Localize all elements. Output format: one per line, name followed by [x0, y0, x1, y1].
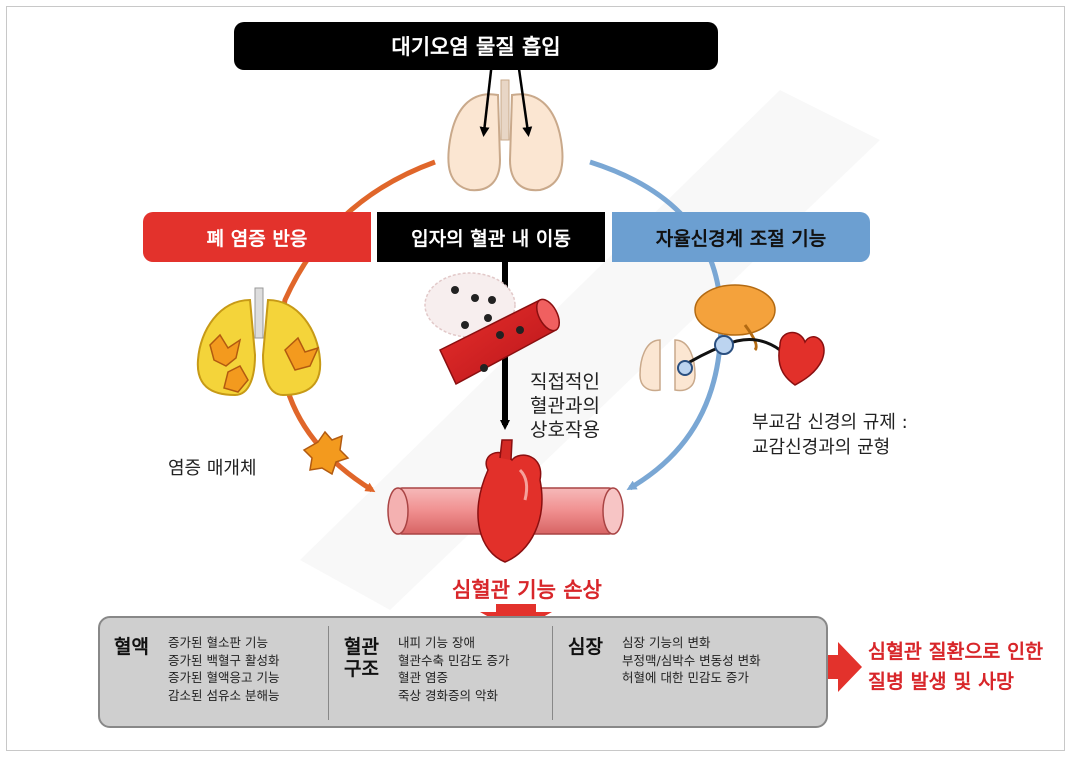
- blood-effect-4: 감소된 섬유소 분해능: [168, 687, 279, 705]
- outcome-line-1: 심혈관 질환으로 인한: [868, 637, 1043, 667]
- blood-effects-list: 증가된 혈소판 기능 증가된 백혈구 활성화 증가된 혈액응고 기능 감소된 섬…: [168, 634, 279, 704]
- direct-line-3: 상호작용: [530, 418, 620, 442]
- effects-box: 혈액 증가된 혈소판 기능 증가된 백혈구 활성화 증가된 혈액응고 기능 감소…: [98, 616, 828, 728]
- inhalation-title: 대기오염 물질 흡입: [234, 22, 718, 70]
- vessel-heading-line-1: 혈관: [344, 636, 379, 658]
- blood-effect-2: 증가된 백혈구 활성화: [168, 652, 279, 670]
- autonomic-note-line-1: 부교감 신경의 규제 :: [752, 410, 908, 435]
- direct-line-1: 직접적인: [530, 370, 620, 394]
- vessel-effects-list: 내피 기능 장애 혈관수축 민감도 증가 혈관 염증 죽상 경화증의 악화: [398, 634, 509, 704]
- outcome-line-2: 질병 발생 및 사망: [868, 667, 1043, 697]
- outcome-arrow: [826, 642, 862, 692]
- heart-effect-1: 심장 기능의 변화: [622, 634, 761, 652]
- vessel-heading: 혈관 구조: [344, 636, 379, 680]
- heart-effect-2: 부정맥/심박수 변동성 변화: [622, 652, 761, 670]
- cardiovascular-damage-label: 심혈관 기능 손상: [452, 574, 602, 604]
- vessel-effect-3: 혈관 염증: [398, 669, 509, 687]
- inflamed-lungs-icon: [198, 288, 320, 395]
- mediator-label: 염증 매개체: [168, 454, 257, 480]
- autonomic-note-line-2: 교감신경과의 균형: [752, 435, 908, 460]
- blood-heading: 혈액: [114, 636, 149, 658]
- translocation-label: 입자의 혈관 내 이동: [377, 212, 605, 262]
- inflammation-label: 폐 염증 반응: [143, 212, 371, 262]
- divider-1: [328, 626, 329, 720]
- blood-effect-3: 증가된 혈액응고 기능: [168, 669, 279, 687]
- heart-effect-3: 허혈에 대한 민감도 증가: [622, 669, 761, 687]
- outcome-text: 심혈관 질환으로 인한 질병 발생 및 사망: [868, 637, 1043, 697]
- direct-interaction-label: 직접적인 혈관과의 상호작용: [530, 370, 620, 442]
- autonomic-note: 부교감 신경의 규제 : 교감신경과의 균형: [752, 410, 908, 460]
- vessel-effect-4: 죽상 경화증의 악화: [398, 687, 509, 705]
- blood-effect-1: 증가된 혈소판 기능: [168, 634, 279, 652]
- divider-2: [552, 626, 553, 720]
- vessel-effect-1: 내피 기능 장애: [398, 634, 509, 652]
- lungs-icon: [448, 80, 562, 190]
- heart-heading: 심장: [568, 636, 603, 658]
- vessel-heading-line-2: 구조: [344, 658, 379, 680]
- vessel-effect-2: 혈관수축 민감도 증가: [398, 652, 509, 670]
- autonomic-label: 자율신경계 조절 기능: [612, 212, 870, 262]
- direct-line-2: 혈관과의: [530, 394, 620, 418]
- heart-effects-list: 심장 기능의 변화 부정맥/심박수 변동성 변화 허혈에 대한 민감도 증가: [622, 634, 761, 687]
